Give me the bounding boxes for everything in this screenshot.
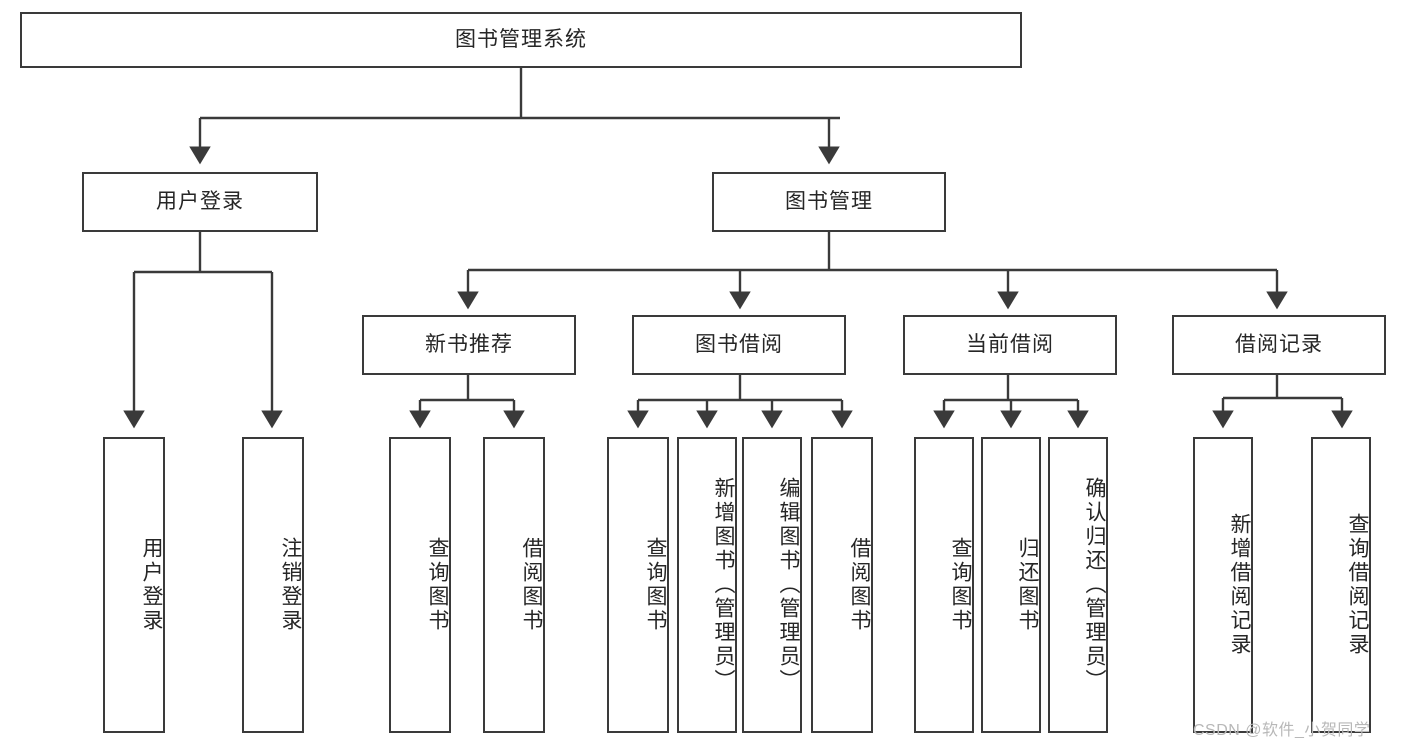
node-label: 新增图书（管理员） xyxy=(712,477,735,693)
watermark-csdn: CSDN @软件_小贺同学 xyxy=(1193,722,1371,739)
node-label: 归还图书 xyxy=(1016,537,1039,633)
node-current-borrow[interactable]: 当前借阅 xyxy=(903,315,1117,375)
leaf-borrow-edit-book[interactable]: 编辑图书（管理员） xyxy=(742,437,802,733)
leaf-current-return-book[interactable]: 归还图书 xyxy=(981,437,1041,733)
node-borrow-record[interactable]: 借阅记录 xyxy=(1172,315,1386,375)
leaf-borrow-query-book[interactable]: 查询图书 xyxy=(607,437,669,733)
node-label: 当前借阅 xyxy=(966,332,1054,356)
node-label: 查询图书 xyxy=(949,537,972,633)
leaf-recommend-query-book[interactable]: 查询图书 xyxy=(389,437,451,733)
leaf-record-add-record[interactable]: 新增借阅记录 xyxy=(1193,437,1253,733)
node-label: 新增借阅记录 xyxy=(1228,513,1251,657)
node-label: 图书管理 xyxy=(785,189,873,213)
node-label: 借阅图书 xyxy=(848,537,871,633)
node-root-system[interactable]: 图书管理系统 xyxy=(20,12,1022,68)
node-label: 借阅记录 xyxy=(1235,332,1323,356)
node-label: 确认归还（管理员） xyxy=(1083,477,1106,693)
node-label: 用户登录 xyxy=(156,189,244,213)
leaf-user-login-signout[interactable]: 注销登录 xyxy=(242,437,304,733)
leaf-current-query-book[interactable]: 查询图书 xyxy=(914,437,974,733)
node-label: 查询图书 xyxy=(644,537,667,633)
leaf-record-query-record[interactable]: 查询借阅记录 xyxy=(1311,437,1371,733)
leaf-current-confirm-return[interactable]: 确认归还（管理员） xyxy=(1048,437,1108,733)
node-book-borrow[interactable]: 图书借阅 xyxy=(632,315,846,375)
node-label: 查询借阅记录 xyxy=(1346,513,1369,657)
node-label: 用户登录 xyxy=(140,537,163,633)
leaf-user-login-signin[interactable]: 用户登录 xyxy=(103,437,165,733)
node-book-management[interactable]: 图书管理 xyxy=(712,172,946,232)
node-label: 查询图书 xyxy=(426,537,449,633)
node-user-login[interactable]: 用户登录 xyxy=(82,172,318,232)
node-label: 编辑图书（管理员） xyxy=(777,477,800,693)
leaf-borrow-add-book[interactable]: 新增图书（管理员） xyxy=(677,437,737,733)
node-new-book-recommend[interactable]: 新书推荐 xyxy=(362,315,576,375)
node-label: 注销登录 xyxy=(279,537,302,633)
node-label: 图书管理系统 xyxy=(455,27,587,51)
leaf-recommend-borrow-book[interactable]: 借阅图书 xyxy=(483,437,545,733)
node-label: 新书推荐 xyxy=(425,332,513,356)
leaf-borrow-borrow-book[interactable]: 借阅图书 xyxy=(811,437,873,733)
node-label: 借阅图书 xyxy=(520,537,543,633)
node-label: 图书借阅 xyxy=(695,332,783,356)
